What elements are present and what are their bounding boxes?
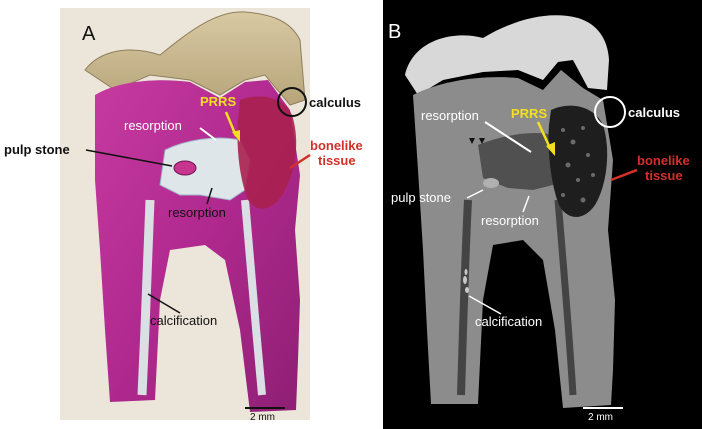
calcification-label-b: calcification [475,314,542,329]
resorption-upper-label-a: resorption [124,118,182,133]
ct-bonelike-pores [561,126,595,203]
panel-letter-a: A [82,23,96,45]
prrs-arrowhead-b [546,142,555,156]
ct-calcification-specks [463,269,469,293]
ct-bonelike-region [548,105,608,218]
pulp-stone-arrow-b [466,189,484,199]
ct-enamel-crown [405,15,609,96]
resorption-lower-label-a: resorption [168,205,226,220]
bonelike-label-2-a: tissue [318,153,356,168]
panel-a-histology: A PRRS calculus resorption bonelike tiss… [4,8,363,423]
calculus-circle-b [594,96,626,128]
bonelike-tissue-region [237,96,297,209]
bonelike-arrow-b [610,168,638,182]
ct-canal-left [457,199,472,396]
pulp-stone-shape [173,160,197,176]
resorption-upper-arrow-a [199,127,217,141]
panel-b-microct: B resorption PRRS calculus bonelike tiss… [383,0,702,429]
microct-image: B resorption PRRS calculus bonelike tiss… [383,0,702,429]
calculus-label-a: calculus [309,95,361,110]
root-canal-left [137,199,155,396]
calcification-arrow-b [468,295,502,315]
resorption-lower-arrow-b [522,195,530,213]
scale-label-a: 2 mm [250,412,275,423]
resorption-upper-label-b: resorption [421,108,479,123]
pulp-chamber [159,137,251,201]
ct-pulp-stone-shape [483,178,499,188]
prrs-arrowhead-a [232,130,240,142]
scale-label-b: 2 mm [588,412,613,423]
ct-pulp-chamber [478,133,561,190]
calculus-label-b: calculus [628,105,680,120]
pulp-stone-label-a: pulp stone [4,142,70,157]
panel-letter-b: B [388,21,401,43]
pulp-stone-label-b: pulp stone [391,190,451,205]
calcification-label-a: calcification [150,313,217,328]
ct-small-arrowheads [469,138,485,144]
prrs-label-a: PRRS [200,94,236,109]
pulp-stone-arrow-a [85,149,173,167]
root-canal-right [241,199,266,396]
ct-canal-right [554,199,577,396]
bonelike-label-1-b: bonelike [637,153,690,168]
enamel-crown [84,11,306,106]
calcification-arrow-a [147,293,181,314]
calculus-circle-a [277,87,307,117]
resorption-lower-arrow-a [206,187,213,205]
resorption-upper-arrow-b [484,121,532,153]
bonelike-label-2-b: tissue [645,168,683,183]
histology-image: A PRRS calculus resorption bonelike tiss… [4,8,363,423]
bonelike-arrow-a [289,153,311,170]
bonelike-label-1-a: bonelike [310,138,363,153]
resorption-lower-label-b: resorption [481,213,539,228]
prrs-label-b: PRRS [511,106,547,121]
